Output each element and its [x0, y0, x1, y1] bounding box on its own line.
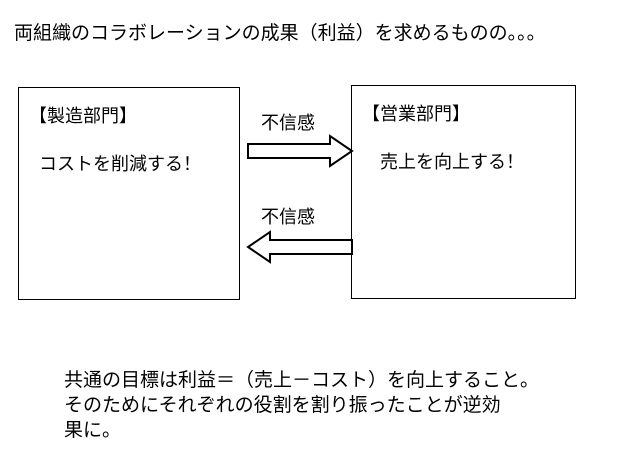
- left-arrow-icon: [246, 230, 353, 264]
- distrust-label-top: 不信感: [261, 113, 315, 134]
- sales-dept-heading: 【営業部門】: [362, 104, 470, 125]
- conclusion-line-1: 共通の目標は利益＝（売上－コスト）を向上すること。: [64, 369, 540, 391]
- sales-dept-box: 【営業部門】 売上を向上する！: [351, 85, 576, 299]
- conclusion-line-3: 果に。: [64, 419, 122, 441]
- conclusion-line-2: そのためにそれぞれの役割を割り振ったことが逆効: [64, 394, 501, 416]
- manufacturing-dept-box: 【製造部門】 コストを削減する！: [18, 87, 240, 300]
- sales-dept-goal: 売上を向上する！: [380, 152, 524, 173]
- manufacturing-dept-goal: コストを削減する！: [39, 154, 201, 175]
- diagram-title: 両組織のコラボレーションの成果（利益）を求めるものの。。。: [14, 22, 546, 44]
- manufacturing-dept-heading: 【製造部門】: [29, 106, 137, 127]
- distrust-label-bottom: 不信感: [261, 207, 315, 228]
- right-arrow-icon: [247, 134, 354, 168]
- conclusion-text: 共通の目標は利益＝（売上－コスト）を向上すること。 そのためにそれぞれの役割を割…: [64, 368, 539, 443]
